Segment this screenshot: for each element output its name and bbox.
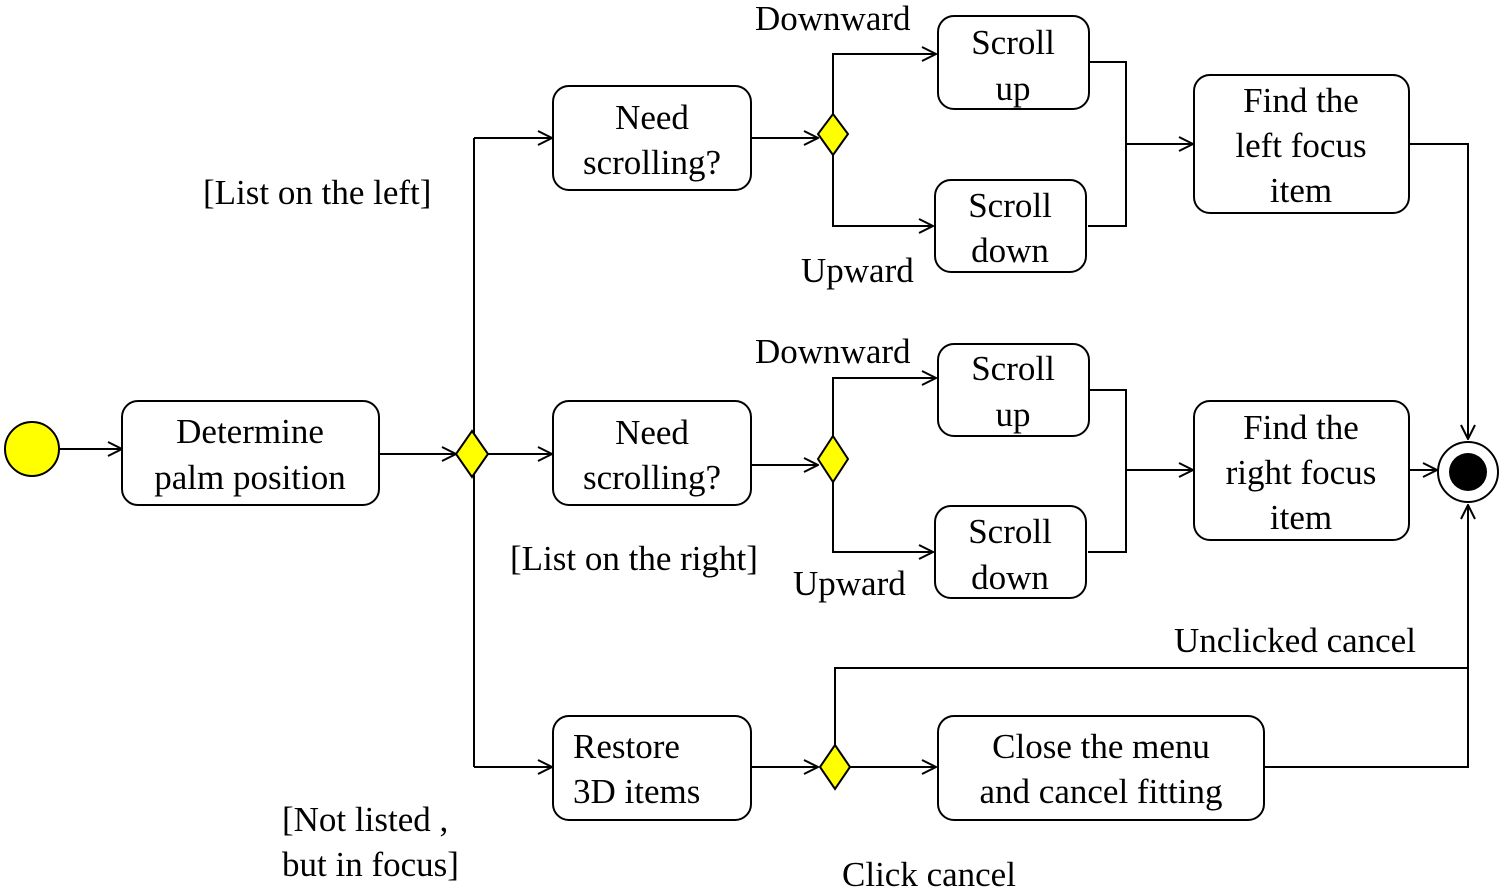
edge-top-downward xyxy=(832,54,936,117)
label-list-on-left: [List on the left] xyxy=(203,173,431,212)
need-right-line-2: scrolling? xyxy=(583,458,721,497)
edge-top-upward xyxy=(832,153,933,226)
find-left-line-1: Find the xyxy=(1243,81,1359,120)
close-menu-line-1: Close the menu xyxy=(992,727,1210,766)
edge-unclicked-cancel xyxy=(834,505,1468,746)
scroll-up-left-line-1: Scroll xyxy=(971,23,1055,62)
svg-text:item: item xyxy=(1270,498,1332,537)
activity-find-left-focus-item: Find the left focus item xyxy=(1193,74,1410,214)
label-not-listed-line-1: [Not listed , xyxy=(282,800,448,839)
find-left-line-3: item xyxy=(1270,171,1332,210)
need-right-line-1: Need xyxy=(615,413,689,452)
svg-text:scrolling?: scrolling? xyxy=(583,458,721,497)
svg-text:Need: Need xyxy=(615,413,689,452)
edge-mid-merge xyxy=(1088,389,1127,553)
end-node-dot xyxy=(1449,453,1487,491)
svg-text:down: down xyxy=(971,558,1049,597)
scroll-down-right-line-2: down xyxy=(971,558,1049,597)
edge-top-merge xyxy=(1088,61,1127,227)
activity-close-menu-cancel-fitting: Close the menu and cancel fitting xyxy=(937,715,1265,821)
activity-scroll-up-left: Scroll up xyxy=(937,15,1090,110)
label-downward-top: Downward xyxy=(755,0,911,38)
need-left-line-1: Need xyxy=(615,98,689,137)
edge-close-menu-to-end xyxy=(1264,668,1469,768)
svg-text:Find the: Find the xyxy=(1243,408,1359,447)
label-upward-top: Upward xyxy=(801,251,914,290)
svg-text:down: down xyxy=(971,231,1049,270)
svg-text:scrolling?: scrolling? xyxy=(583,143,721,182)
svg-text:left focus: left focus xyxy=(1235,126,1366,165)
svg-text:Determine: Determine xyxy=(176,412,324,451)
need-left-line-2: scrolling? xyxy=(583,143,721,182)
scroll-down-left-line-1: Scroll xyxy=(968,186,1052,225)
svg-text:Restore: Restore xyxy=(573,727,680,766)
label-downward-middle: Downward xyxy=(755,332,911,371)
edge-mid-upward xyxy=(832,481,933,552)
svg-text:up: up xyxy=(996,69,1031,108)
determine-line-2: palm position xyxy=(154,458,346,497)
svg-text:Find the: Find the xyxy=(1243,81,1359,120)
scroll-up-right-line-2: up xyxy=(996,395,1031,434)
activity-need-scrolling-left: Need scrolling? xyxy=(552,85,752,191)
svg-text:Scroll: Scroll xyxy=(971,349,1055,388)
label-list-on-right: [List on the right] xyxy=(510,539,758,578)
svg-text:3D items: 3D items xyxy=(573,772,700,811)
start-node xyxy=(4,421,60,477)
end-node xyxy=(1437,441,1499,503)
activity-determine-palm-position: Determine palm position xyxy=(121,400,380,506)
scroll-down-left-line-2: down xyxy=(971,231,1049,270)
restore-line-2: 3D items xyxy=(573,772,700,811)
find-right-line-3: item xyxy=(1270,498,1332,537)
svg-text:item: item xyxy=(1270,171,1332,210)
connectors xyxy=(60,54,1468,767)
decision-diamond-main xyxy=(454,429,490,479)
svg-text:right focus: right focus xyxy=(1226,453,1377,492)
restore-line-1: Restore xyxy=(573,727,680,766)
determine-line-1: Determine xyxy=(176,412,324,451)
scroll-up-left-line-2: up xyxy=(996,69,1031,108)
find-left-line-2: left focus xyxy=(1235,126,1366,165)
edge-mid-downward xyxy=(832,378,936,437)
svg-text:Close the menu: Close the menu xyxy=(992,727,1210,766)
scroll-down-right-line-1: Scroll xyxy=(968,512,1052,551)
svg-text:and cancel fitting: and cancel fitting xyxy=(980,772,1223,811)
decision-diamond-middle xyxy=(816,434,850,484)
edge-find-left-to-end xyxy=(1410,143,1468,439)
svg-text:up: up xyxy=(996,395,1031,434)
svg-text:Scroll: Scroll xyxy=(971,23,1055,62)
find-right-line-2: right focus xyxy=(1226,453,1377,492)
find-right-line-1: Find the xyxy=(1243,408,1359,447)
decision-diamond-top xyxy=(816,112,850,157)
activity-scroll-up-right: Scroll up xyxy=(937,343,1090,437)
scroll-up-right-line-1: Scroll xyxy=(971,349,1055,388)
activity-scroll-down-left: Scroll down xyxy=(934,179,1087,273)
label-unclicked-cancel: Unclicked cancel xyxy=(1174,621,1416,660)
label-click-cancel: Click cancel xyxy=(842,855,1016,891)
label-upward-middle: Upward xyxy=(793,564,906,603)
activity-scroll-down-right: Scroll down xyxy=(934,505,1087,599)
close-menu-line-2: and cancel fitting xyxy=(980,772,1223,811)
svg-text:Scroll: Scroll xyxy=(968,186,1052,225)
decision-diamond-bottom xyxy=(818,743,852,791)
svg-text:Scroll: Scroll xyxy=(968,512,1052,551)
activity-restore-3d-items: Restore 3D items xyxy=(552,715,752,821)
activity-need-scrolling-right: Need scrolling? xyxy=(552,400,752,506)
activity-find-right-focus-item: Find the right focus item xyxy=(1193,400,1410,541)
svg-text:palm position: palm position xyxy=(154,458,346,497)
label-not-listed-line-2: but in focus] xyxy=(282,845,459,884)
svg-text:Need: Need xyxy=(615,98,689,137)
